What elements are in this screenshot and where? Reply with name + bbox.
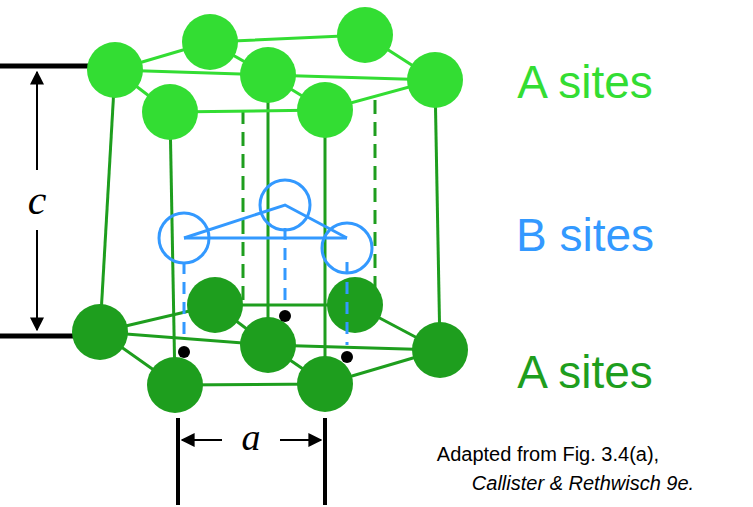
c-dimension xyxy=(0,66,95,336)
hollow-site-dots xyxy=(178,310,353,363)
dimension-label: a xyxy=(242,417,261,459)
cell-verticals xyxy=(100,70,440,385)
bottom-a-atoms xyxy=(72,277,468,413)
layer-label: A sites xyxy=(517,347,653,398)
source-note: Adapted from Fig. 3.4(a), xyxy=(437,443,659,465)
b-sites xyxy=(159,180,372,345)
a-dimension xyxy=(178,418,325,505)
layer-label: B sites xyxy=(516,210,654,261)
dimension-label: c xyxy=(28,177,47,223)
source-note: Callister & Rethwisch 9e. xyxy=(472,472,694,494)
layer-label: A sites xyxy=(517,57,653,108)
top-a-atoms xyxy=(87,7,463,140)
